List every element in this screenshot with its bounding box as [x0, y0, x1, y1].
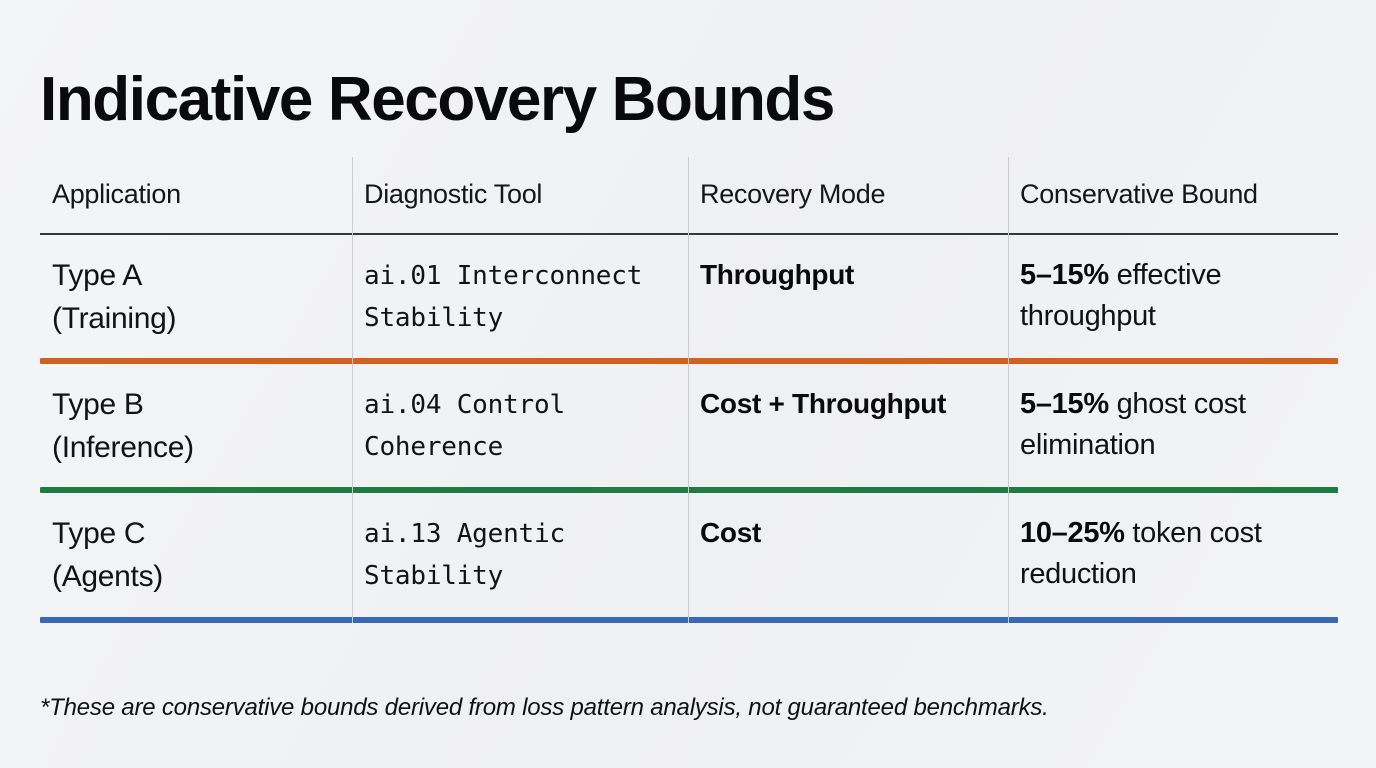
- bound-percentage: 5–15%: [1020, 259, 1109, 291]
- table-row: Type B(Inference) ai.04 Control Coherenc…: [40, 364, 1338, 487]
- column-divider-2: [688, 157, 689, 623]
- row-rule-green: [40, 487, 1338, 494]
- cell-diagnostic-tool: ai.13 Agentic Stability: [364, 519, 565, 592]
- cell-conservative-bound: 5–15% effective throughput: [1008, 255, 1338, 336]
- column-divider-1: [352, 157, 353, 623]
- row-rule-blue: [40, 616, 1338, 623]
- bound-description: token cost reduction: [1020, 517, 1262, 590]
- column-divider-3: [1008, 157, 1009, 623]
- table-row: Type C(Agents) ai.13 Agentic Stability C…: [40, 493, 1338, 616]
- table-row: Type A(Training) ai.01 Interconnect Stab…: [40, 235, 1338, 358]
- footnote: *These are conservative bounds derived f…: [40, 694, 1049, 721]
- cell-diagnostic-tool: ai.04 Control Coherence: [364, 390, 565, 463]
- cell-application: Type C(Agents): [52, 517, 163, 593]
- column-header-conservative-bound: Conservative Bound: [1020, 179, 1258, 210]
- cell-recovery-mode: Cost + Throughput: [700, 388, 947, 420]
- table-header-row: Application Diagnostic Tool Recovery Mod…: [40, 157, 1338, 235]
- bound-description: effective throughput: [1020, 259, 1222, 332]
- row-rule-orange: [40, 358, 1338, 365]
- recovery-bounds-table: Application Diagnostic Tool Recovery Mod…: [40, 157, 1338, 623]
- cell-diagnostic-tool: ai.01 Interconnect Stability: [364, 261, 643, 334]
- cell-conservative-bound: 5–15% ghost cost elimination: [1008, 384, 1338, 465]
- column-header-application: Application: [52, 179, 181, 210]
- page-title: Indicative Recovery Bounds: [40, 64, 835, 134]
- bound-percentage: 10–25%: [1020, 517, 1125, 550]
- bound-percentage: 5–15%: [1020, 388, 1109, 421]
- cell-application: Type B(Inference): [52, 388, 194, 464]
- cell-recovery-mode: Throughput: [700, 259, 855, 290]
- cell-conservative-bound: 10–25% token cost reduction: [1008, 513, 1338, 594]
- table-grid: Application Diagnostic Tool Recovery Mod…: [40, 157, 1338, 623]
- column-header-recovery-mode: Recovery Mode: [700, 179, 886, 210]
- cell-application: Type A(Training): [52, 259, 177, 335]
- bound-description: ghost cost elimination: [1020, 388, 1246, 461]
- cell-recovery-mode: Cost: [700, 517, 762, 549]
- column-header-diagnostic-tool: Diagnostic Tool: [364, 179, 543, 210]
